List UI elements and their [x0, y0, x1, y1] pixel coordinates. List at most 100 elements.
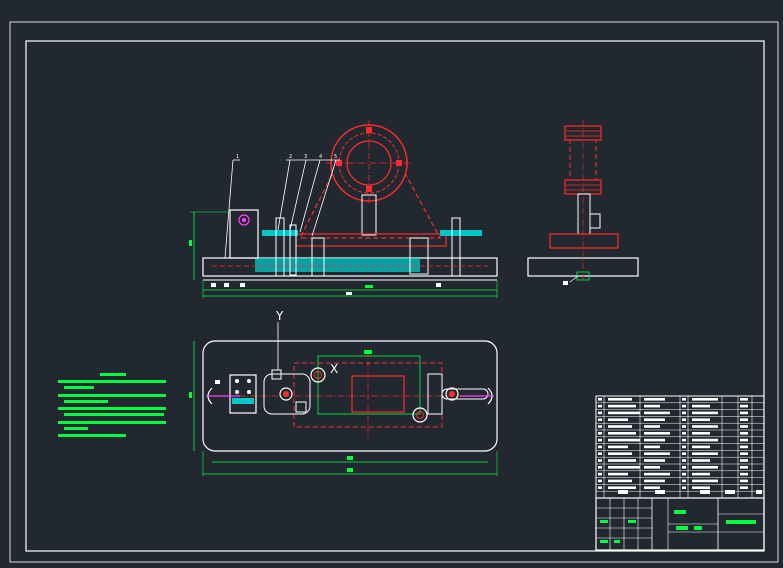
- parts-cell-mark: [608, 459, 636, 462]
- parts-cell-mark: [598, 472, 602, 476]
- bracket-foot: [295, 233, 447, 247]
- parts-cell-mark: [740, 425, 748, 428]
- parts-cell-mark: [598, 404, 602, 408]
- parts-list-title-block: [595, 395, 765, 551]
- parts-cell-mark: [692, 445, 710, 449]
- parts-cell-mark: [692, 486, 710, 489]
- parts-cell-mark: [644, 486, 660, 489]
- parts-cell-mark: [740, 459, 748, 462]
- top-locator-left: [229, 374, 257, 414]
- part-balloon-5: 5: [334, 154, 337, 160]
- side-foot: [549, 233, 619, 249]
- parts-cell-mark: [644, 404, 660, 408]
- bracket-stem: [361, 194, 377, 236]
- parts-cell-mark: [692, 425, 718, 428]
- parts-cell-mark: [692, 479, 718, 483]
- parts-cell-mark: [644, 418, 665, 421]
- parts-cell-mark: [598, 445, 602, 449]
- parts-cell-mark: [644, 472, 670, 476]
- parts-cell-mark: [740, 411, 748, 415]
- parts-cell-mark: [644, 438, 665, 442]
- parts-cell-mark: [598, 398, 602, 401]
- parts-cell-mark: [682, 472, 686, 476]
- parts-cell-mark: [608, 418, 628, 421]
- parts-cell-mark: [644, 432, 670, 435]
- support-block-right: [409, 237, 429, 275]
- parts-cell-mark: [682, 466, 686, 469]
- parts-cell-mark: [608, 425, 632, 428]
- section-label-x: X: [330, 362, 338, 376]
- parts-cell-mark: [740, 398, 748, 401]
- parts-cell-mark: [598, 466, 602, 469]
- part-balloon-3: 3: [304, 154, 307, 160]
- top-bracket-core: [351, 375, 405, 413]
- parts-cell-mark: [740, 438, 748, 442]
- top-view: Y X: [189, 309, 498, 476]
- parts-cell-mark: [598, 479, 602, 483]
- section-label-y: Y: [275, 309, 284, 323]
- parts-cell-mark: [682, 411, 686, 415]
- parts-cell-mark: [682, 404, 686, 408]
- parts-cell-mark: [740, 432, 748, 435]
- parts-cell-mark: [598, 438, 602, 442]
- parts-cell-mark: [608, 472, 628, 476]
- top-clamp-left: [263, 373, 311, 415]
- parts-cell-mark: [682, 486, 686, 489]
- parts-cell-mark: [740, 418, 748, 421]
- parts-cell-mark: [682, 445, 686, 449]
- parts-cell-mark: [682, 459, 686, 462]
- side-post: [577, 193, 591, 235]
- parts-cell-mark: [598, 432, 602, 435]
- parts-cell-mark: [598, 411, 602, 415]
- parts-cell-mark: [692, 404, 710, 408]
- parts-cell-mark: [598, 459, 602, 462]
- parts-list-rows: [596, 398, 764, 492]
- parts-cell-mark: [682, 432, 686, 435]
- clamp-strap-left: [262, 230, 298, 236]
- parts-cell-mark: [598, 452, 602, 455]
- parts-cell-mark: [598, 486, 602, 489]
- parts-cell-mark: [608, 466, 640, 469]
- part-balloon-4: 4: [319, 154, 322, 160]
- parts-cell-mark: [608, 411, 640, 415]
- parts-cell-mark: [682, 479, 686, 483]
- parts-cell-mark: [692, 466, 718, 469]
- bracket-bore-circle: [346, 140, 392, 186]
- top-clamp-left-bolt: [279, 387, 293, 401]
- parts-cell-mark: [608, 404, 636, 408]
- parts-cell-mark: [598, 418, 602, 421]
- center-support-pin: [311, 237, 325, 277]
- parts-cell-mark: [608, 479, 632, 483]
- parts-cell-mark: [740, 486, 748, 489]
- part-balloon-1: 1: [236, 154, 239, 160]
- part-balloon-2: 2: [289, 154, 292, 160]
- parts-cell-mark: [644, 411, 670, 415]
- parts-cell-mark: [692, 438, 718, 442]
- top-bracket-inner: [317, 355, 421, 415]
- bracket-hole-left: [336, 160, 342, 166]
- bracket-hole-right: [396, 160, 402, 166]
- parts-cell-mark: [608, 438, 640, 442]
- parts-cell-mark: [682, 398, 686, 401]
- parts-cell-mark: [692, 411, 718, 415]
- parts-cell-mark: [644, 398, 665, 401]
- locating-pin-left: [238, 214, 250, 226]
- parts-cell-mark: [682, 425, 686, 428]
- outer-sheet-border: [9, 21, 779, 563]
- side-view: [527, 120, 639, 285]
- top-clamp-right-bolt: [445, 387, 459, 401]
- front-view: 1 2 3 4 5: [189, 120, 498, 298]
- parts-cell-mark: [644, 425, 660, 428]
- parts-cell-mark: [682, 438, 686, 442]
- clamp-bolt-right: [451, 217, 461, 277]
- parts-cell-mark: [740, 404, 748, 408]
- parts-cell-mark: [644, 459, 665, 462]
- top-pin-lower: [412, 407, 428, 423]
- parts-cell-mark: [608, 445, 628, 449]
- parts-cell-mark: [692, 418, 710, 421]
- parts-cell-mark: [740, 472, 748, 476]
- parts-cell-mark: [644, 466, 660, 469]
- parts-cell-mark: [740, 452, 748, 455]
- parts-cell-mark: [608, 452, 632, 455]
